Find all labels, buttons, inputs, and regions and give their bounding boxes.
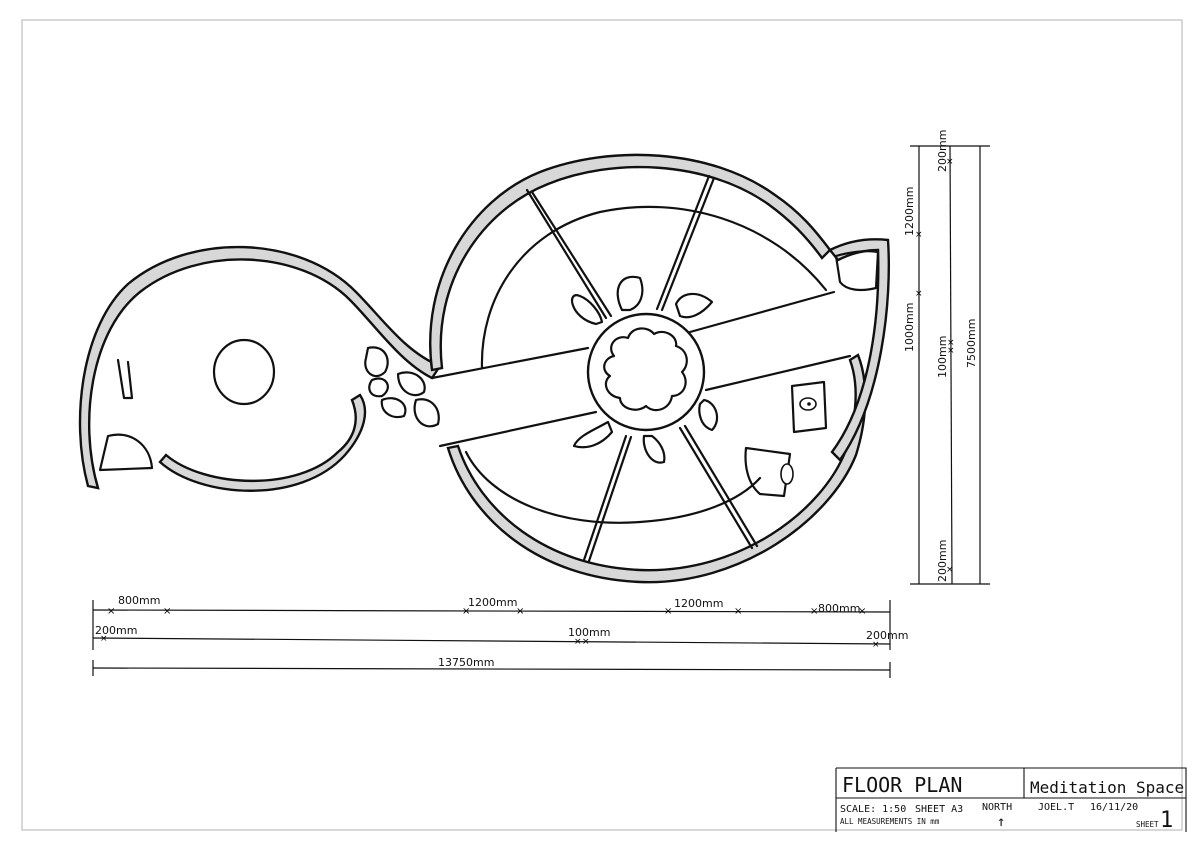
title-block-project: Meditation Space <box>1030 778 1184 797</box>
title-block-author: JOEL.T <box>1038 802 1074 813</box>
central-tree <box>603 327 688 412</box>
walkway-upper-right <box>688 290 836 334</box>
central-platform <box>586 312 706 432</box>
dim-row1-800-right: 800mm <box>818 602 860 615</box>
radial-beams <box>525 174 759 563</box>
title-block-scale: SCALE: 1:50 <box>840 804 906 815</box>
dim-row1-1200-left: 1200mm <box>468 596 517 609</box>
walkway-lower-edge <box>438 410 598 448</box>
main-room-outer-wall <box>429 153 832 372</box>
title-block-date: 16/11/20 <box>1090 802 1138 813</box>
title-block-sheet-label: SHEET <box>1136 820 1159 829</box>
svg-text:×: × <box>734 606 742 617</box>
title-block-sheet-number: 1 <box>1160 808 1173 833</box>
svg-text:×: × <box>100 634 108 644</box>
toilet-fixture <box>744 446 794 498</box>
vertical-dimensions: × × × × × × 1200mm 1000mm 100mm 200mm 20… <box>903 130 990 585</box>
svg-text:×: × <box>872 640 880 650</box>
svg-text:×: × <box>947 338 955 348</box>
dim-row1-800-left: 800mm <box>118 594 160 607</box>
floor-plan-drawing <box>78 153 891 584</box>
left-room-round-feature <box>212 338 276 406</box>
left-room-wall-stub <box>116 358 134 400</box>
horizontal-dimensions: × × × × × × × × 800mm 1200mm 1200mm 800m… <box>92 594 908 678</box>
svg-text:×: × <box>163 606 171 617</box>
dim-row2-200-left: 200mm <box>95 624 137 637</box>
svg-text:×: × <box>915 230 923 240</box>
svg-text:×: × <box>516 606 524 617</box>
bathroom-wing-wall <box>828 238 891 462</box>
svg-text:×: × <box>810 606 818 617</box>
sink-fixture <box>790 380 828 434</box>
walkway-upper-edge <box>430 346 590 380</box>
title-block-note: ALL MEASUREMENTS IN mm <box>840 817 940 826</box>
dim-row2-200-right: 200mm <box>866 629 908 642</box>
title-block-north-label: NORTH <box>982 802 1012 813</box>
dim-total-width: 13750mm <box>438 656 494 669</box>
dim-row1-1200-right: 1200mm <box>674 597 723 610</box>
bathroom-wing-niche <box>834 250 880 292</box>
title-block: FLOOR PLAN Meditation Space SCALE: 1:50 … <box>835 767 1187 833</box>
north-arrow-icon: ↑ <box>997 814 1005 830</box>
dim-row2-100-center: 100mm <box>568 626 610 639</box>
left-room-lower-wall <box>158 393 367 492</box>
lotus-petals <box>571 275 719 464</box>
svg-text:×: × <box>574 637 582 647</box>
svg-text:×: × <box>107 606 115 617</box>
svg-text:×: × <box>664 606 672 617</box>
svg-text:×: × <box>915 289 923 299</box>
dim-vert-100: 100mm <box>936 336 949 378</box>
meditation-floor-upper <box>480 205 828 370</box>
left-room-bench <box>98 433 154 472</box>
stepping-stones <box>364 346 440 428</box>
title-block-title: FLOOR PLAN <box>842 773 962 797</box>
svg-text:×: × <box>582 637 590 647</box>
dim-vert-1000: 1000mm <box>903 303 916 352</box>
svg-text:×: × <box>947 346 955 356</box>
dim-vert-200-bottom: 200mm <box>936 540 949 582</box>
dim-vert-200-top: 200mm <box>936 130 949 172</box>
svg-text:×: × <box>946 157 954 167</box>
walkway-lower-right <box>704 354 852 392</box>
svg-text:×: × <box>462 606 470 617</box>
sheet-border <box>21 19 1183 831</box>
main-room-lower-wall <box>446 353 867 584</box>
dim-total-height: 7500mm <box>965 319 978 368</box>
dim-vert-1200: 1200mm <box>903 187 916 236</box>
title-block-sheet-size: SHEET A3 <box>915 804 963 815</box>
meditation-floor-lower <box>464 450 762 524</box>
svg-text:×: × <box>946 565 954 575</box>
svg-text:×: × <box>858 606 866 617</box>
